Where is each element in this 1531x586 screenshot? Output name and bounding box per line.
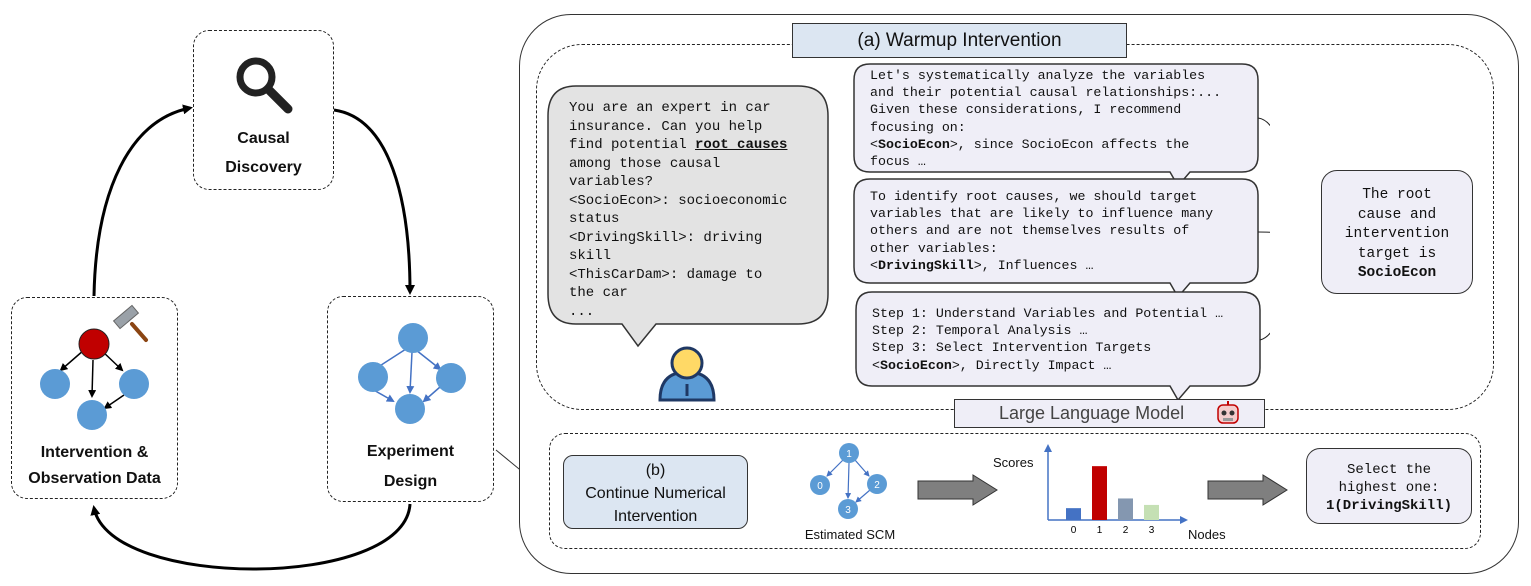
experiment-design-label-2: Design	[383, 473, 438, 490]
robot-icon	[1217, 401, 1239, 424]
graph-node	[358, 362, 388, 392]
panel-connector-line	[495, 449, 520, 471]
score-bar	[1092, 466, 1107, 520]
graph-node	[77, 400, 107, 430]
scores-axis-label: Scores	[993, 455, 1034, 470]
scm-node-label: 2	[874, 480, 880, 491]
root-node	[78, 328, 110, 360]
user-prompt: You are an expert in car insurance. Can …	[569, 99, 819, 321]
prompt-emphasis: root causes	[695, 137, 788, 153]
user-icon	[658, 346, 716, 402]
estimated-scm-graph: 1 0 2 3	[810, 443, 887, 519]
conclusion-target: SocioEcon	[1357, 265, 1437, 281]
x-tick-label: 0	[1071, 525, 1077, 536]
cycle-arrows	[90, 104, 520, 571]
score-bar	[1118, 498, 1133, 520]
prompt-bubble-shape	[547, 85, 829, 348]
graph-node	[40, 369, 70, 399]
warmup-title: (a) Warmup Intervention	[792, 23, 1127, 58]
result-box: Select the highest one: 1(DrivingSkill)	[1306, 448, 1472, 524]
numerical-label-3: Intervention	[613, 508, 698, 525]
scm-caption: Estimated SCM	[804, 527, 896, 542]
numerical-label-2: Continue Numerical	[585, 485, 726, 502]
x-tick-label: 1	[1097, 525, 1103, 536]
intervention-graph	[40, 304, 149, 430]
score-bar	[1144, 504, 1159, 520]
prompt-text-1: You are an expert in car insurance. Can …	[569, 100, 771, 153]
score-bar	[1066, 508, 1081, 520]
arrow-discovery-to-design	[333, 108, 415, 295]
result-text: Select the highest one:	[1338, 462, 1440, 496]
response-bubble-shapes	[853, 63, 1270, 402]
graph-node	[119, 369, 149, 399]
experiment-design-label-1: Experiment	[366, 443, 455, 460]
intervention-data-box: Intervention & Observation Data	[11, 297, 178, 499]
scm-node-label: 3	[845, 505, 851, 516]
experiment-design-box: Experiment Design	[327, 296, 494, 502]
response-3: Step 1: Understand Variables and Potenti…	[872, 306, 1224, 373]
graph-node	[398, 323, 428, 353]
graph-node	[436, 363, 466, 393]
response-2: To identify root causes, we should targe…	[870, 189, 1214, 273]
conclusion-box: The root cause and intervention target i…	[1321, 170, 1473, 294]
causal-discovery-label-2: Discovery	[225, 159, 302, 176]
arrow-design-to-data	[90, 503, 412, 571]
result-selected: 1(DrivingSkill)	[1325, 498, 1453, 514]
intervention-label-1: Intervention &	[40, 444, 149, 461]
x-tick-label: 3	[1149, 525, 1155, 536]
numerical-label-box: (b) Continue Numerical Intervention	[563, 455, 748, 529]
causal-discovery-box: Causal Discovery	[193, 30, 334, 190]
hammer-icon	[112, 304, 148, 342]
score-bar-chart: 0 1 2 3	[1044, 444, 1188, 536]
response-1: Let's systematically analyze the variabl…	[870, 68, 1222, 170]
conclusion-text: The root cause and intervention target i…	[1344, 187, 1450, 262]
causal-discovery-label-1: Causal	[237, 130, 290, 147]
x-tick-label: 2	[1123, 525, 1129, 536]
llm-label: Large Language Model	[954, 399, 1265, 428]
prompt-text-2: among those causal variables? <SocioEcon…	[569, 155, 788, 320]
block-arrow-1	[917, 474, 998, 506]
design-graph	[358, 323, 466, 424]
arrow-data-to-discovery	[92, 104, 193, 297]
nodes-axis-label: Nodes	[1188, 527, 1226, 542]
numerical-label-1: (b)	[645, 462, 666, 479]
graph-node	[395, 394, 425, 424]
scm-node-label: 1	[846, 449, 852, 460]
llm-panel	[519, 14, 1519, 574]
block-arrow-2	[1207, 474, 1288, 506]
scm-node-label: 0	[817, 481, 823, 492]
intervention-label-2: Observation Data	[28, 470, 161, 487]
magnifier-icon	[236, 57, 293, 114]
